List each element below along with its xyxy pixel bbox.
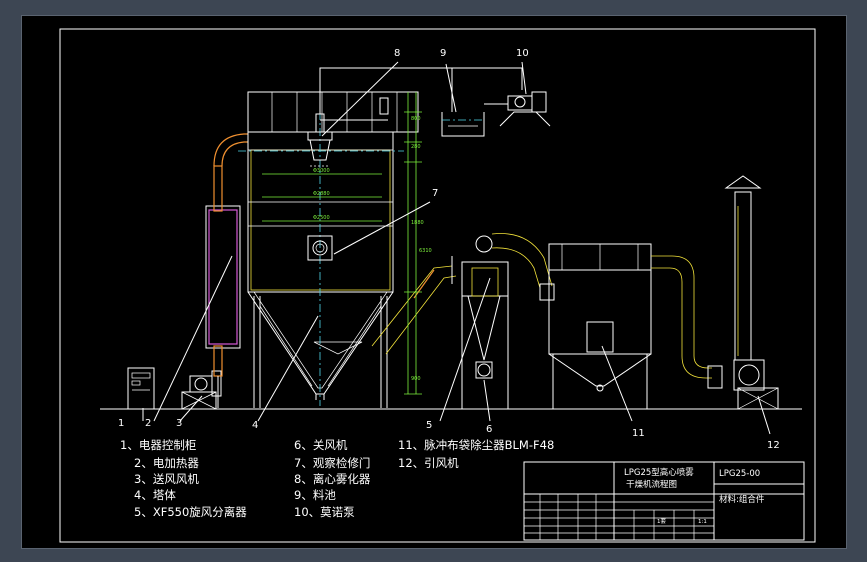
drawing-sheet: Φ3000 Φ2880 Φ2500 6310 1880 280 800 900 … [22,16,846,548]
feed-tank [441,112,485,137]
callout-1: 1 [118,418,124,429]
drying-tower [238,91,419,408]
legend-item-2: 2、电加热器 [134,456,199,470]
legend-item-3: 3、送风风机 [134,472,199,486]
leader-lines [142,61,771,435]
drawing-title-line2: 干燥机流程图 [626,479,677,490]
feed-line [319,67,523,114]
drawing-number: LPG25-00 [719,469,760,479]
callout-10: 10 [516,48,529,59]
dim-bottom-leg: 900 [411,376,421,382]
callout-4: 4 [252,420,258,431]
dim-diameter-mid: Φ2880 [313,191,330,197]
parts-legend: 1、电器控制柜 2、电加热器 3、送风风机 4、塔体 5、XF550旋风分离器 … [120,438,554,519]
dim-diameter-low: Φ2500 [313,215,330,221]
dim-total-height: 6310 [419,248,432,254]
centrifugal-atomizer [307,97,389,167]
scale-value: 1:1 [698,519,707,525]
legend-item-8: 8、离心雾化器 [294,472,371,486]
inspection-door [307,235,333,261]
supply-fan [181,370,222,410]
callout-9: 9 [440,48,446,59]
legend-item-6: 6、关风机 [294,438,348,452]
cyclone-separator [461,233,555,409]
process-flow-diagram: Φ3000 Φ2880 Φ2500 6310 1880 280 800 900 … [59,28,816,543]
drawing-border [59,28,816,543]
bag-dust-collector [548,243,712,409]
callout-6: 6 [486,424,492,435]
dim-diameter-top: Φ3000 [313,168,330,174]
legend-item-5: 5、XF550旋风分离器 [134,505,247,519]
title-block [523,461,805,541]
dim-top-section: 800 [411,116,421,122]
quantity-value: 1套 [657,517,666,525]
legend-item-12: 12、引风机 [398,456,459,470]
callout-8: 8 [394,48,400,59]
dimension-lines [262,92,422,395]
dim-cylinder-height: 1880 [411,220,424,226]
legend-item-9: 9、料池 [294,488,336,502]
legend-item-7: 7、观察检修门 [294,456,370,470]
legend-item-1: 1、电器控制柜 [120,438,196,452]
callout-5: 5 [426,420,432,431]
callout-2: 2 [145,418,151,429]
outlet-duct [371,256,457,355]
drawing-title-line1: LPG25型高心喷雾 [624,467,694,478]
mono-pump [484,91,551,127]
callout-7: 7 [432,188,438,199]
callout-3: 3 [176,418,182,429]
legend-item-4: 4、塔体 [134,488,176,502]
induced-draft-fan [707,175,779,410]
callout-11: 11 [632,428,645,439]
material-label: 材料:组合件 [719,494,765,505]
dim-top-gap: 280 [411,144,421,150]
electrical-control-cabinet [127,367,155,410]
electric-heater [205,133,248,408]
callout-12: 12 [767,440,780,451]
legend-item-11: 11、脉冲布袋除尘器BLM-F48 [398,438,554,452]
airlock-valve [475,361,493,379]
legend-item-10: 10、莫诺泵 [294,505,355,519]
